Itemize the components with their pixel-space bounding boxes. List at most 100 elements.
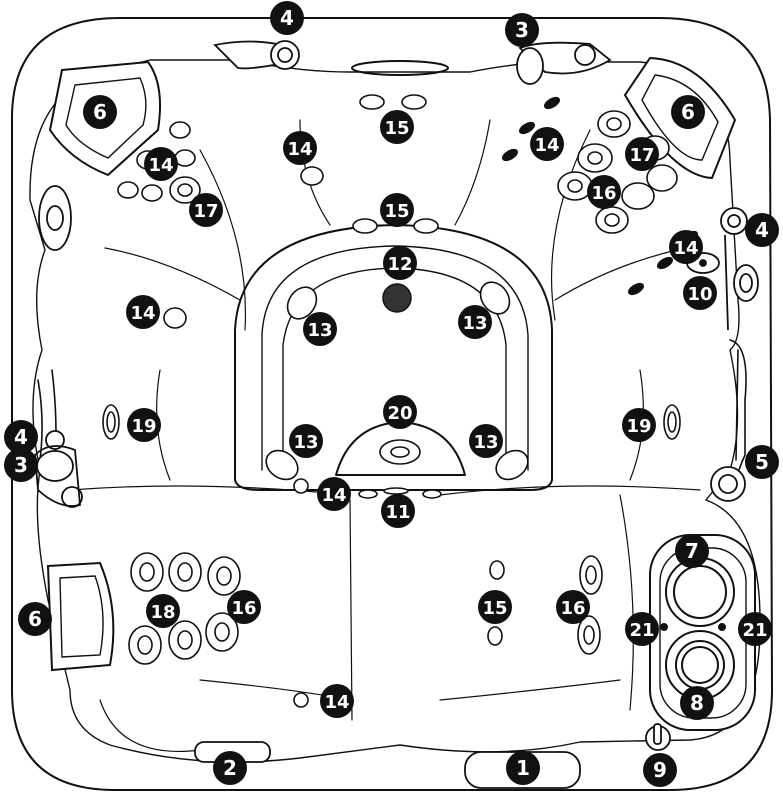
callout-19: 19 [127,408,161,442]
seat-contour [439,485,701,496]
callout-number: 19 [626,416,651,437]
callout-8: 8 [680,686,714,720]
callout-5: 5 [745,445,779,479]
callout-badge [144,147,178,181]
cooldown-fountain [358,439,442,499]
callout-14: 14 [669,230,703,264]
callout-badge [671,95,705,129]
callout-4: 4 [745,213,779,247]
callout-number: 4 [755,218,769,242]
jet-cluster-bottom-left [128,478,309,708]
callout-badge [745,213,779,247]
waterfall-5 [710,466,746,502]
callout-13: 13 [458,305,492,339]
callout-badge [683,276,717,310]
side-jets [102,404,681,440]
callout-number: 14 [130,303,155,324]
callout-number: 13 [293,432,318,453]
footwell-outer [234,224,553,491]
callout-badge [625,137,659,171]
callout-number: 5 [755,450,769,474]
callout-number: 14 [534,135,559,156]
callout-badge [127,408,161,442]
callout-6: 6 [83,95,117,129]
callout-number: 15 [384,201,409,222]
topside-control-left [38,185,72,251]
air-control-top [516,41,612,85]
seat-contour [619,494,634,711]
seat-contour [104,247,241,301]
callout-number: 13 [473,432,498,453]
callout-badge [213,751,247,785]
callout-badge [380,110,414,144]
callout-number: 4 [280,6,294,30]
callout-number: 14 [287,139,312,160]
callout-badge [680,686,714,720]
callout-14: 14 [283,131,317,165]
callout-number: 15 [482,598,507,619]
callout-number: 11 [385,502,410,523]
callout-3: 3 [4,448,38,482]
callout-number: 6 [28,607,42,631]
callout-number: 12 [387,254,412,275]
callout-number: 20 [387,403,412,424]
callout-badge [227,590,261,624]
callout-badge [625,612,659,646]
seat-contour [69,485,351,496]
callout-16: 16 [587,175,621,209]
callout-4: 4 [270,1,304,35]
callout-6: 6 [18,602,52,636]
callout-number: 16 [231,598,256,619]
callout-badge [4,448,38,482]
callout-number: 19 [131,416,156,437]
callout-badge [317,477,351,511]
callout-number: 15 [384,118,409,139]
footwell-jets [265,281,529,481]
callout-number: 3 [515,18,529,42]
callout-1: 1 [506,751,540,785]
callout-badge [380,193,414,227]
callout-19: 19 [622,408,656,442]
callout-number: 3 [14,453,28,477]
jet-cluster-top-center [163,94,439,329]
air-valve-9 [645,723,671,751]
callout-14: 14 [320,684,354,718]
filter-screw [660,623,668,631]
callout-number: 8 [690,691,704,715]
callout-12: 12 [383,246,417,280]
callout-badge [458,305,492,339]
callout-badge [146,594,180,628]
callout-number: 7 [685,539,699,563]
filter-screw [718,623,726,631]
callout-15: 15 [380,193,414,227]
callout-badge [289,424,323,458]
callout-badge [320,684,354,718]
callout-number: 21 [742,620,767,641]
callout-13: 13 [469,424,503,458]
callout-badge [530,127,564,161]
callout-number: 13 [307,320,332,341]
callout-15: 15 [380,110,414,144]
callout-18: 18 [146,594,180,628]
callout-number: 1 [516,756,530,780]
callout-number: 21 [629,620,654,641]
callout-number: 14 [673,238,698,259]
callout-number: 6 [681,100,695,124]
callout-14: 14 [317,477,351,511]
callout-badge [556,590,590,624]
callout-badge [622,408,656,442]
seat-contour [454,119,491,226]
callout-6: 6 [671,95,705,129]
callout-10: 10 [683,276,717,310]
diverter-valve-top [213,40,300,70]
callout-number: 13 [462,313,487,334]
callout-number: 17 [193,201,218,222]
callout-7: 7 [675,534,709,568]
callout-21: 21 [625,612,659,646]
footwell-inner [261,245,529,471]
seat-contour [99,699,201,752]
callout-badge [18,602,52,636]
callout-number: 16 [591,183,616,204]
spa-outer-shell [11,17,773,791]
callout-number: 6 [93,100,107,124]
